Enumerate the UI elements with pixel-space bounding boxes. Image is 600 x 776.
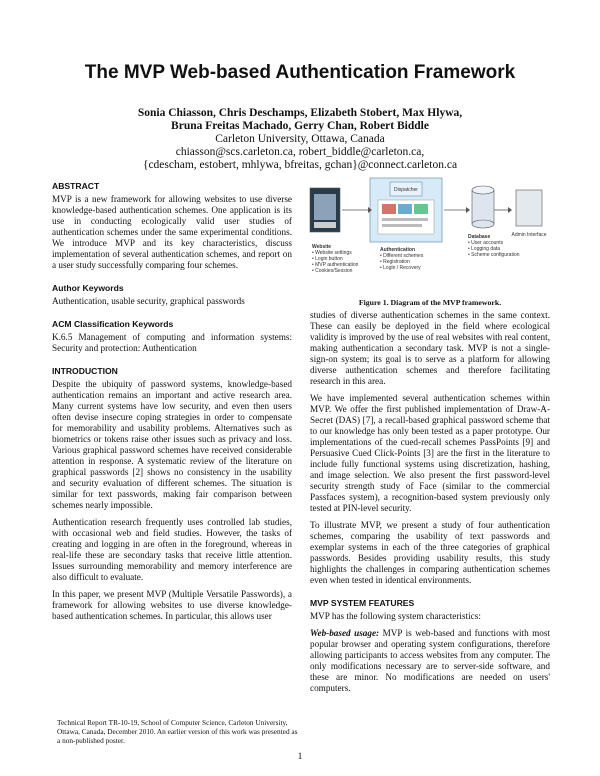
email-line-2: {cdescham, estobert, mhlywa, bfreitas, g… xyxy=(142,159,458,171)
abstract-text: MVP is a new framework for allowing webs… xyxy=(52,194,292,270)
acm-heading: ACM Classification Keywords xyxy=(52,319,174,329)
web-based-text: MVP is web-based and functions with most… xyxy=(310,628,550,693)
intro-paragraph-3: In this paper, we present MVP (Multiple … xyxy=(52,589,292,621)
page-number: 1 xyxy=(297,752,303,762)
auth-item: • Different schemes xyxy=(380,253,424,259)
website-item: • Cookies/Session xyxy=(312,268,353,274)
website-item: • Website settings xyxy=(312,250,352,256)
db-item: • User accounts xyxy=(468,240,504,246)
auth-item: • Login / Recovery xyxy=(380,265,421,271)
db-item: • Logging data xyxy=(468,246,500,252)
email-line-1: chiasson@scs.carleton.ca, robert_biddle@… xyxy=(175,146,425,158)
abstract-heading: ABSTRACT xyxy=(52,181,100,191)
paper-title: The MVP Web-based Authentication Framewo… xyxy=(84,62,516,83)
right-paragraph-3: To illustrate MVP, we present a study of… xyxy=(310,520,550,585)
mvp-framework-diagram: Website • Website settings • Login butto… xyxy=(309,177,547,274)
right-column: studies of diverse authentication scheme… xyxy=(310,310,550,700)
auth-label: Authentication xyxy=(380,247,415,253)
authors-line-2: Bruna Freitas Machado, Gerry Chan, Rober… xyxy=(171,120,429,132)
features-intro: MVP has the following system characteris… xyxy=(310,611,481,621)
admin-label: Admin Interface xyxy=(511,232,546,238)
web-based-label: Web-based usage: xyxy=(310,628,380,638)
database-label: Database xyxy=(468,234,490,240)
intro-paragraph-2: Authentication research frequently uses … xyxy=(52,517,292,582)
dispatcher-label: Dispatcher xyxy=(394,187,418,193)
intro-paragraph-1: Despite the ubiquity of password systems… xyxy=(52,379,292,510)
website-item: • Login button xyxy=(312,256,343,262)
footnote: Technical Report TR-10-19, School of Com… xyxy=(57,718,298,745)
keywords-text: Authentication, usable security, graphic… xyxy=(52,296,245,306)
right-paragraph-1: studies of diverse authentication scheme… xyxy=(310,310,550,386)
auth-item: • Registration xyxy=(380,259,410,265)
right-paragraph-2: We have implemented several authenticati… xyxy=(310,393,550,513)
figure-caption: Figure 1. Diagram of the MVP framework. xyxy=(358,298,502,307)
affiliation: Carleton University, Ottawa, Canada xyxy=(215,133,385,145)
web-based-paragraph: Web-based usage: MVP is web-based and fu… xyxy=(310,628,550,694)
left-column: ABSTRACT MVP is a new framework for allo… xyxy=(52,181,292,628)
authors-line-1: Sonia Chiasson, Chris Deschamps, Elizabe… xyxy=(137,107,463,119)
keywords-heading: Author Keywords xyxy=(52,283,124,293)
db-item: • Scheme configuration xyxy=(468,252,520,258)
website-label: Website xyxy=(312,244,331,250)
features-heading: MVP SYSTEM FEATURES xyxy=(310,598,415,608)
intro-heading: INTRODUCTION xyxy=(52,366,118,376)
acm-text: K.6.5 Management of computing and inform… xyxy=(52,332,292,353)
website-item: • MVP authentication xyxy=(312,262,359,268)
